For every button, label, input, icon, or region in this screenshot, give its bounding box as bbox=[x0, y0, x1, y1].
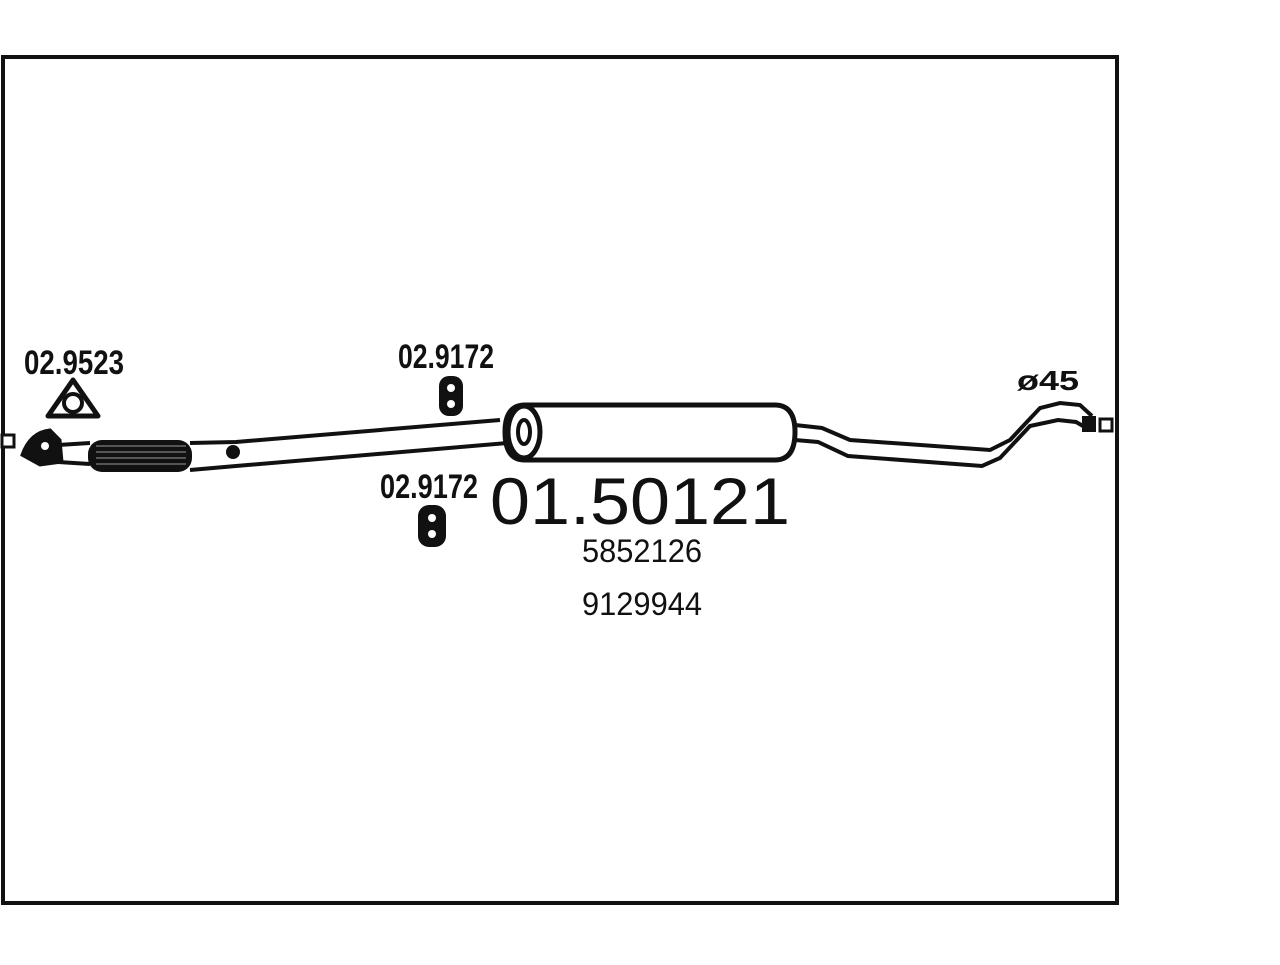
oe-number-1: 5852126 bbox=[582, 533, 702, 569]
upper-hanger-icon bbox=[439, 376, 463, 416]
part-number: 01.50121 bbox=[490, 464, 790, 538]
flange-gasket-icon bbox=[45, 377, 101, 419]
lower-hanger-label: 02.9172 bbox=[380, 468, 478, 506]
tail-pipe-end bbox=[1082, 416, 1096, 432]
flange-gasket-label: 02.9523 bbox=[24, 344, 124, 382]
left-end-marker bbox=[0, 433, 16, 449]
flex-pipe bbox=[88, 440, 192, 472]
upper-hanger-label: 02.9172 bbox=[398, 338, 494, 376]
right-end-marker bbox=[1098, 417, 1114, 433]
lower-hanger-icon bbox=[418, 505, 446, 547]
intermediate-pipe-lower bbox=[189, 440, 521, 472]
pipe-diameter-label: ø45 bbox=[1017, 365, 1079, 396]
tail-pipe-lower bbox=[794, 417, 1091, 469]
intermediate-pipe-upper bbox=[189, 418, 501, 445]
middle-silencer bbox=[502, 402, 798, 463]
pipe-bead bbox=[226, 445, 240, 459]
oe-number-2: 9129944 bbox=[582, 586, 702, 622]
tail-pipe-upper bbox=[794, 400, 1094, 453]
front-pipe-upper bbox=[57, 441, 91, 447]
frame bbox=[1, 55, 1119, 905]
front-pipe-lower bbox=[57, 460, 91, 466]
